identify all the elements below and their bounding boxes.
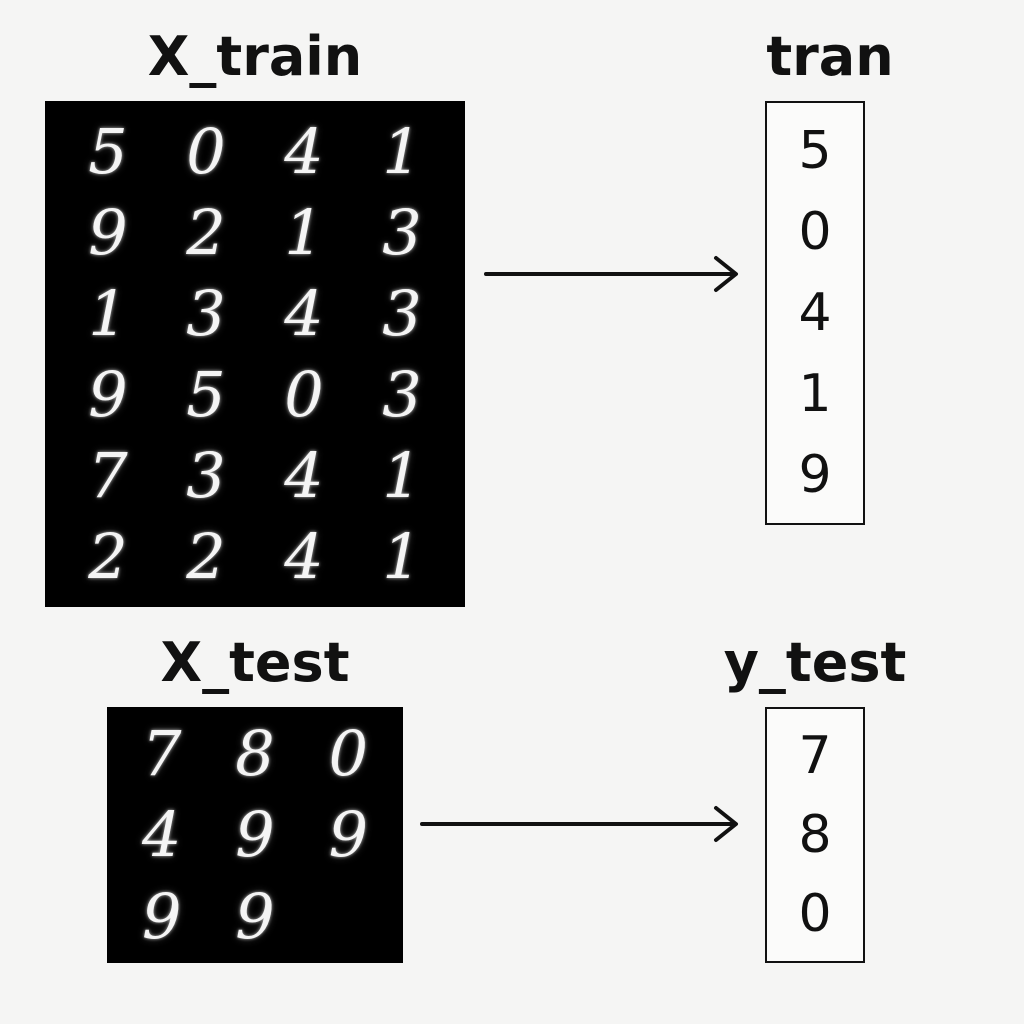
test-digit-image: 7: [141, 717, 182, 791]
label-value: 9: [798, 444, 832, 505]
train-digit-image: 5: [186, 358, 226, 431]
train-digit-image: 3: [382, 277, 422, 350]
train-digit-image: 2: [186, 520, 226, 593]
train-digit-image: 0: [186, 115, 226, 188]
label-value: 4: [798, 282, 832, 343]
test-labels-title: y_test: [723, 631, 907, 694]
train-labels-vector: 5 0 4 1 9: [765, 101, 865, 525]
train-digit-image: 7: [88, 439, 128, 512]
test-digit-image: 4: [141, 798, 182, 872]
train-digit-image: 9: [88, 358, 128, 431]
train-digit-image: 4: [284, 439, 324, 512]
train-digit-image: 3: [186, 277, 226, 350]
label-value: 8: [798, 804, 832, 865]
label-value: 7: [798, 726, 832, 787]
train-digit-image: 4: [284, 115, 324, 188]
label-value: 5: [798, 121, 832, 182]
test-digit-image: 9: [235, 879, 275, 953]
x-train-title: X_train: [147, 25, 363, 88]
test-digit-image: 8: [235, 717, 275, 791]
test-digit-image: 9: [328, 798, 369, 872]
test-digit-image: 9: [141, 879, 182, 953]
label-value: 1: [798, 363, 832, 424]
train-digit-image: 9: [88, 196, 128, 269]
train-arrow-icon: [484, 256, 738, 292]
train-digit-image: 1: [382, 439, 422, 512]
train-digit-image: 4: [284, 520, 324, 593]
label-value: 0: [798, 883, 832, 944]
label-value: 0: [798, 202, 832, 263]
train-digit-image: 5: [88, 115, 128, 188]
train-digit-image: 3: [382, 358, 422, 431]
train-digit-image: 2: [88, 520, 128, 593]
train-digit-image: 1: [382, 520, 422, 593]
train-labels-title: tran: [766, 25, 894, 88]
train-digit-image: 1: [284, 196, 324, 269]
train-digit-image: 1: [382, 115, 422, 188]
train-digit-image: 3: [186, 439, 226, 512]
test-digit-image: 9: [235, 798, 275, 872]
test-digit-image: 0: [328, 717, 369, 791]
train-digit-image: 3: [382, 196, 422, 269]
test-labels-vector: 7 8 0: [765, 707, 865, 963]
x-test-title: X_test: [160, 631, 350, 694]
test-arrow-icon: [420, 806, 738, 842]
train-digit-image: 1: [88, 277, 128, 350]
train-digit-image: 0: [284, 358, 324, 431]
train-digit-image: 4: [284, 277, 324, 350]
train-digit-image: 2: [186, 196, 226, 269]
